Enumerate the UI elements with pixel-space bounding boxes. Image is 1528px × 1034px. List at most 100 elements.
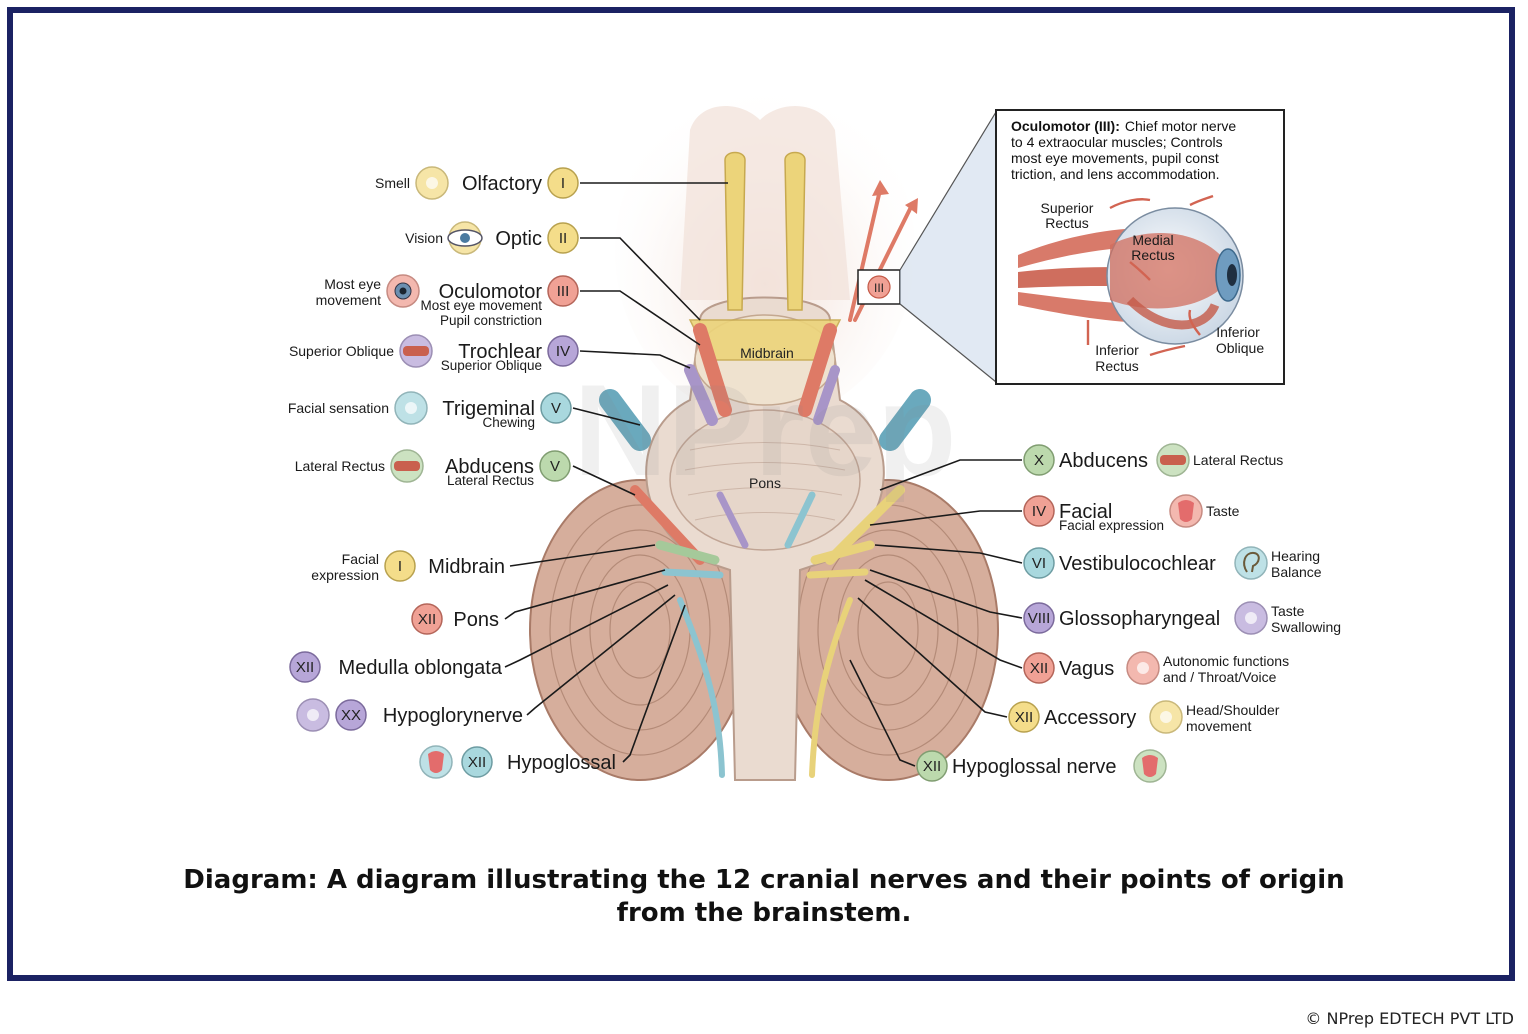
numeral-text: I	[398, 558, 402, 575]
numeral-text: XII	[418, 611, 436, 628]
head-icon	[296, 698, 330, 732]
ear-icon	[1234, 546, 1268, 580]
eyeball-icon	[386, 274, 420, 308]
numeral-text: III	[557, 283, 570, 300]
nerve-function-2: Pupil constriction	[440, 313, 542, 328]
nerve-name: Trigeminal	[442, 398, 535, 420]
oculomotor-inset: Oculomotor (III):Chief motor nerve to 4 …	[995, 109, 1285, 385]
leader-line	[874, 544, 1023, 564]
cerebral-hemispheres	[615, 80, 915, 420]
oculomotor-marker: III	[857, 269, 901, 305]
left-label-row: XII Medulla oblongata	[289, 584, 669, 683]
numeral-badge: V	[539, 450, 571, 482]
nose-icon	[415, 166, 449, 200]
inset-muscle-3-b: Oblique	[1216, 340, 1264, 356]
nerve-arrowheads	[872, 180, 918, 214]
side-description-2: and / Throat/Voice	[1163, 669, 1277, 685]
nerve-name: Hypoglorynerve	[383, 705, 523, 727]
eye-icon	[447, 221, 483, 255]
nerve-name: Facial	[1059, 501, 1112, 523]
watermark: NPrep	[574, 357, 957, 503]
leader-line	[849, 659, 916, 767]
side-description: Taste	[1271, 603, 1305, 619]
nerve-name: Hypoglossal nerve	[952, 756, 1117, 778]
leader-line	[864, 579, 1023, 669]
tongue-icon	[1133, 749, 1167, 783]
numeral-badge: XII	[916, 750, 948, 782]
leader-line	[572, 465, 636, 496]
numeral-badge: XII	[1023, 652, 1055, 684]
leader-line	[504, 569, 666, 620]
leader-line	[857, 597, 1008, 718]
side-description-2: movement	[316, 292, 381, 308]
numeral-badge: II	[547, 222, 579, 254]
vagus-icon	[1126, 651, 1160, 685]
nerve-name: Medulla oblongata	[339, 657, 503, 679]
numeral-text: IV	[556, 343, 570, 360]
nerve-name: Pons	[453, 609, 499, 631]
nerve-name: Abducens	[1059, 450, 1148, 472]
numeral-text: V	[551, 400, 561, 417]
numeral-badge: III	[547, 275, 579, 307]
numeral-badge: XII	[289, 651, 321, 683]
numeral-text: XII	[468, 754, 486, 771]
leader-line	[509, 544, 656, 567]
left-label-row: XII Hypoglossal	[419, 604, 686, 779]
side-description: Lateral Rectus	[295, 458, 385, 474]
leader-line	[869, 569, 1023, 619]
face-icon	[394, 391, 428, 425]
svg-text:Oculomotor (III):Chief motor n: Oculomotor (III):Chief motor nerve	[1011, 118, 1236, 134]
inset-muscle-1-b: Rectus	[1045, 215, 1089, 231]
numeral-text: XII	[296, 659, 314, 676]
oculomotor-marker-numeral: III	[874, 281, 884, 295]
side-description: Autonomic functions	[1163, 653, 1289, 669]
leader-line	[579, 350, 691, 369]
nerve-name: Glossopharyngeal	[1059, 608, 1220, 630]
nerve-function: Lateral Rectus	[447, 473, 534, 488]
nerve-name: Oculomotor	[439, 281, 543, 303]
inset-muscle-2-a: Medial	[1132, 232, 1173, 248]
nerve-function: Superior Oblique	[441, 358, 542, 373]
side-description: Superior Oblique	[289, 343, 394, 359]
nerve-name: Hypoglossal	[507, 752, 616, 774]
pons-label: Pons	[749, 475, 781, 491]
nerve-trunks	[599, 188, 931, 778]
inset-line-2: to 4 extraocular muscles; Controls	[1011, 134, 1223, 150]
left-label-row: XII Pons	[411, 569, 666, 635]
stomach-icon	[1234, 601, 1268, 635]
numeral-badge: V	[540, 392, 572, 424]
nerve-name: Vestibulocochlear	[1059, 553, 1216, 575]
numeral-text: I	[561, 175, 565, 192]
inset-muscle-4-b: Rectus	[1095, 358, 1139, 374]
side-description-2: Balance	[1271, 564, 1322, 580]
nerve-name: Midbrain	[428, 556, 505, 578]
leader-line	[572, 407, 641, 426]
nerve-name: Trochlear	[458, 341, 542, 363]
numeral-text: VI	[1032, 555, 1046, 572]
inset-muscle-3-a: Inferior	[1216, 324, 1260, 340]
numeral-badge: XII	[411, 603, 443, 635]
numeral-text: XII	[1015, 709, 1033, 726]
numeral-text: V	[550, 458, 560, 475]
leader-line	[580, 290, 701, 346]
inset-callout-lines	[899, 111, 997, 383]
side-description: Hearing	[1271, 548, 1320, 564]
inset-line-3: most eye movements, pupil const	[1011, 150, 1219, 166]
nerve-name: Olfactory	[462, 173, 542, 195]
tongue-icon	[1169, 494, 1203, 528]
inset-title: Oculomotor (III):	[1011, 118, 1120, 134]
leader-line	[622, 604, 686, 763]
numeral-badge: X	[1023, 444, 1055, 476]
